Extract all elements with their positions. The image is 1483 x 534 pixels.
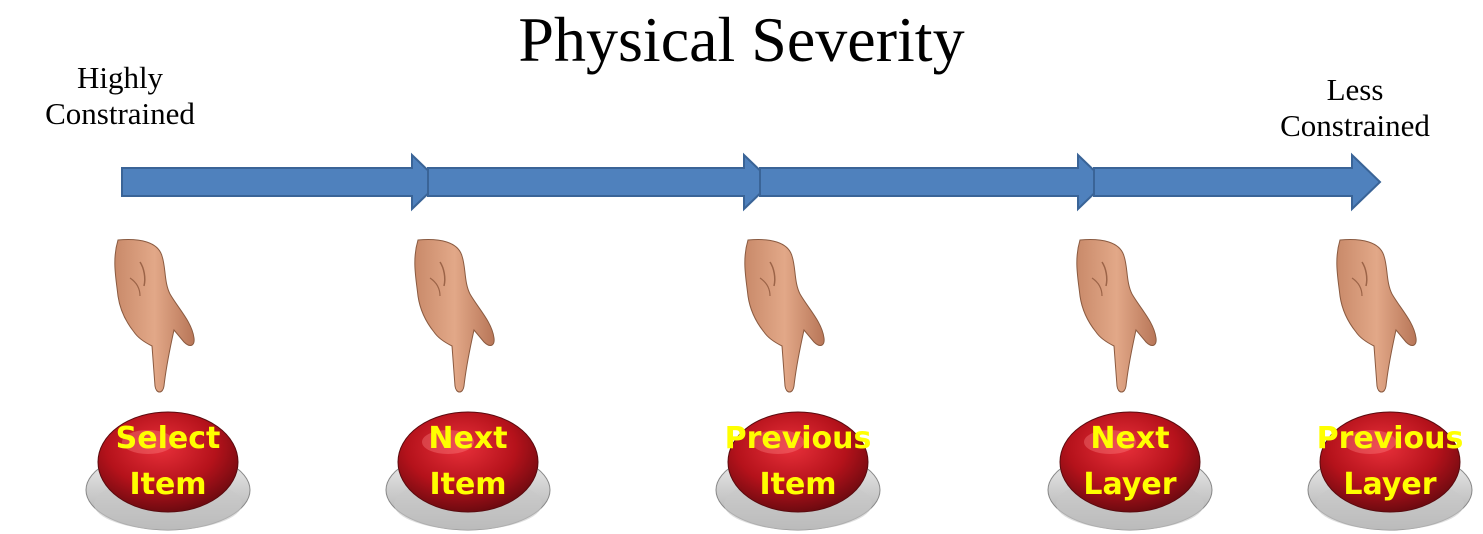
arrow-segment-2 xyxy=(428,155,772,209)
pointing-hand-icon xyxy=(100,238,210,398)
button-label: PreviousLayer xyxy=(1270,416,1483,508)
button-label: NextLayer xyxy=(1010,416,1250,508)
station-previous-item: PreviousItem xyxy=(708,238,888,534)
button-label-line2: Item xyxy=(48,462,288,508)
button-label-line1: Next xyxy=(348,416,588,462)
button-label: PreviousItem xyxy=(678,416,918,508)
button-label: SelectItem xyxy=(48,416,288,508)
button-label-line1: Previous xyxy=(678,416,918,462)
button-label-line1: Next xyxy=(1010,416,1250,462)
button-label-line2: Item xyxy=(678,462,918,508)
pointing-hand-icon xyxy=(730,238,840,398)
arrow-segment-1 xyxy=(122,155,440,209)
station-next-item: NextItem xyxy=(378,238,558,534)
station-next-layer: NextLayer xyxy=(1040,238,1220,534)
button-label-line2: Item xyxy=(348,462,588,508)
arrow-segment-4 xyxy=(1094,155,1380,209)
button-label-line1: Previous xyxy=(1270,416,1483,462)
button-label-line2: Layer xyxy=(1010,462,1250,508)
button-label-line2: Layer xyxy=(1270,462,1483,508)
station-select-item: SelectItem xyxy=(78,238,258,534)
station-previous-layer: PreviousLayer xyxy=(1300,238,1480,534)
arrow-segment-3 xyxy=(760,155,1106,209)
pointing-hand-icon xyxy=(1062,238,1172,398)
button-label: NextItem xyxy=(348,416,588,508)
pointing-hand-icon xyxy=(1322,238,1432,398)
button-label-line1: Select xyxy=(48,416,288,462)
pointing-hand-icon xyxy=(400,238,510,398)
